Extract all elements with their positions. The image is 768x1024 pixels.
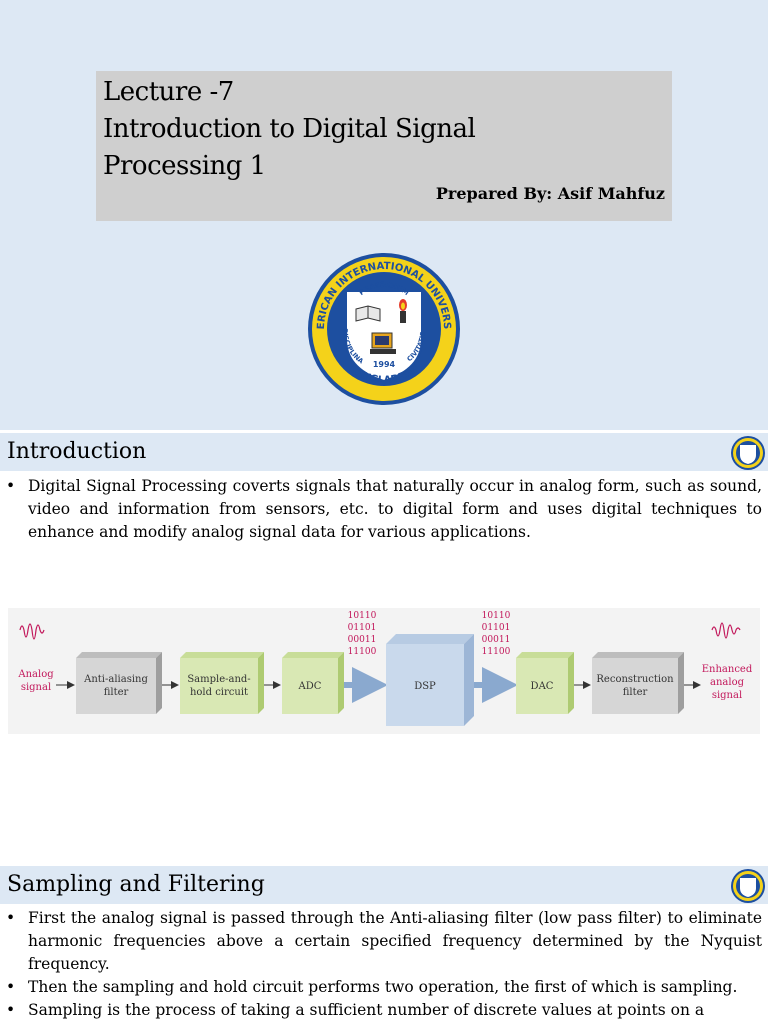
block-label: DAC xyxy=(531,681,554,692)
title-slide: Lecture -7 Introduction to Digital Signa… xyxy=(0,0,768,430)
block-label: filter xyxy=(623,687,648,698)
block-label: ADC xyxy=(298,681,322,692)
svg-text:01101: 01101 xyxy=(348,623,377,633)
reconstruction-filter-block: Reconstruction filter xyxy=(592,652,684,714)
block-label: filter xyxy=(104,687,129,698)
anti-aliasing-block: Anti-aliasing filter xyxy=(76,652,162,714)
bullet-text: First the analog signal is passed throug… xyxy=(28,909,762,973)
university-logo-small xyxy=(731,869,765,903)
svg-text:11100: 11100 xyxy=(482,647,511,657)
output-label-line-1: Enhanced xyxy=(702,664,753,675)
logo-year: 1994 xyxy=(373,360,396,369)
bullet-item: • Sampling is the process of taking a suf… xyxy=(6,999,762,1022)
introduction-slide: Introduction • Digital Signal Processing … xyxy=(0,433,768,863)
book-icon xyxy=(355,305,381,322)
title-box: Lecture -7 Introduction to Digital Signa… xyxy=(96,71,672,221)
block-label: Sample-and- xyxy=(187,674,250,685)
block-label: Reconstruction xyxy=(596,674,674,685)
computer-icon xyxy=(370,332,396,354)
binary-data-right: 10110 01101 00011 11100 xyxy=(482,611,511,657)
svg-text:00011: 00011 xyxy=(348,635,377,645)
input-waveform xyxy=(19,623,45,640)
dsp-block-diagram: Analog signal Anti-aliasing filter Sampl… xyxy=(8,608,760,734)
binary-data-left: 10110 01101 00011 11100 xyxy=(348,611,377,657)
section-header: Sampling and Filtering xyxy=(0,866,768,904)
output-waveform xyxy=(711,622,741,639)
svg-text:11100: 11100 xyxy=(348,647,377,657)
bullet-item: • Then the sampling and hold circuit perf… xyxy=(6,976,762,999)
input-label-line-2: signal xyxy=(21,682,51,693)
title-line-2: Introduction to Digital Signal xyxy=(103,114,476,144)
section-title: Sampling and Filtering xyxy=(7,872,265,897)
svg-text:10110: 10110 xyxy=(348,611,377,621)
bullet-item: • First the analog signal is passed throu… xyxy=(6,907,762,976)
prepared-by: Prepared By: Asif Mahfuz xyxy=(435,184,665,203)
bullet-marker: • xyxy=(6,909,16,927)
dac-block: DAC xyxy=(516,652,574,714)
block-label: Anti-aliasing xyxy=(83,674,148,685)
svg-text:01101: 01101 xyxy=(482,623,511,633)
university-logo: AMERICAN INTERNATIONAL UNIVERSITY BANGLA… xyxy=(306,251,460,405)
output-label-line-3: signal xyxy=(712,690,742,701)
title-line-3: Processing 1 xyxy=(103,151,266,181)
svg-text:10110: 10110 xyxy=(482,611,511,621)
bullet-text: Sampling is the process of taking a suff… xyxy=(28,1001,705,1019)
input-label-line-1: Analog xyxy=(17,669,54,680)
section-header: Introduction xyxy=(0,433,768,471)
block-label: DSP xyxy=(414,681,436,692)
adc-block: ADC xyxy=(282,652,344,714)
sample-and-hold-block: Sample-and- hold circuit xyxy=(180,652,264,714)
block-label: hold circuit xyxy=(190,687,248,698)
output-label-line-2: analog xyxy=(710,677,745,688)
lecture-number: Lecture -7 xyxy=(103,77,234,107)
bullet-marker: • xyxy=(6,477,16,495)
svg-text:00011: 00011 xyxy=(482,635,511,645)
torch-icon xyxy=(399,299,407,323)
bullet-marker: • xyxy=(6,1001,16,1019)
bullet-marker: • xyxy=(6,978,16,996)
bullet-text: Then the sampling and hold circuit perfo… xyxy=(28,978,738,996)
dsp-block: DSP xyxy=(386,634,474,726)
bullet-text: Digital Signal Processing coverts signal… xyxy=(28,477,762,541)
bullet-item: • Digital Signal Processing coverts signa… xyxy=(6,475,762,544)
section-title: Introduction xyxy=(7,439,147,464)
bullet-list: • Digital Signal Processing coverts signa… xyxy=(6,475,762,544)
university-logo-small xyxy=(731,436,765,470)
sampling-slide: Sampling and Filtering • First the analog… xyxy=(0,866,768,1024)
bullet-list: • First the analog signal is passed throu… xyxy=(6,907,762,1022)
